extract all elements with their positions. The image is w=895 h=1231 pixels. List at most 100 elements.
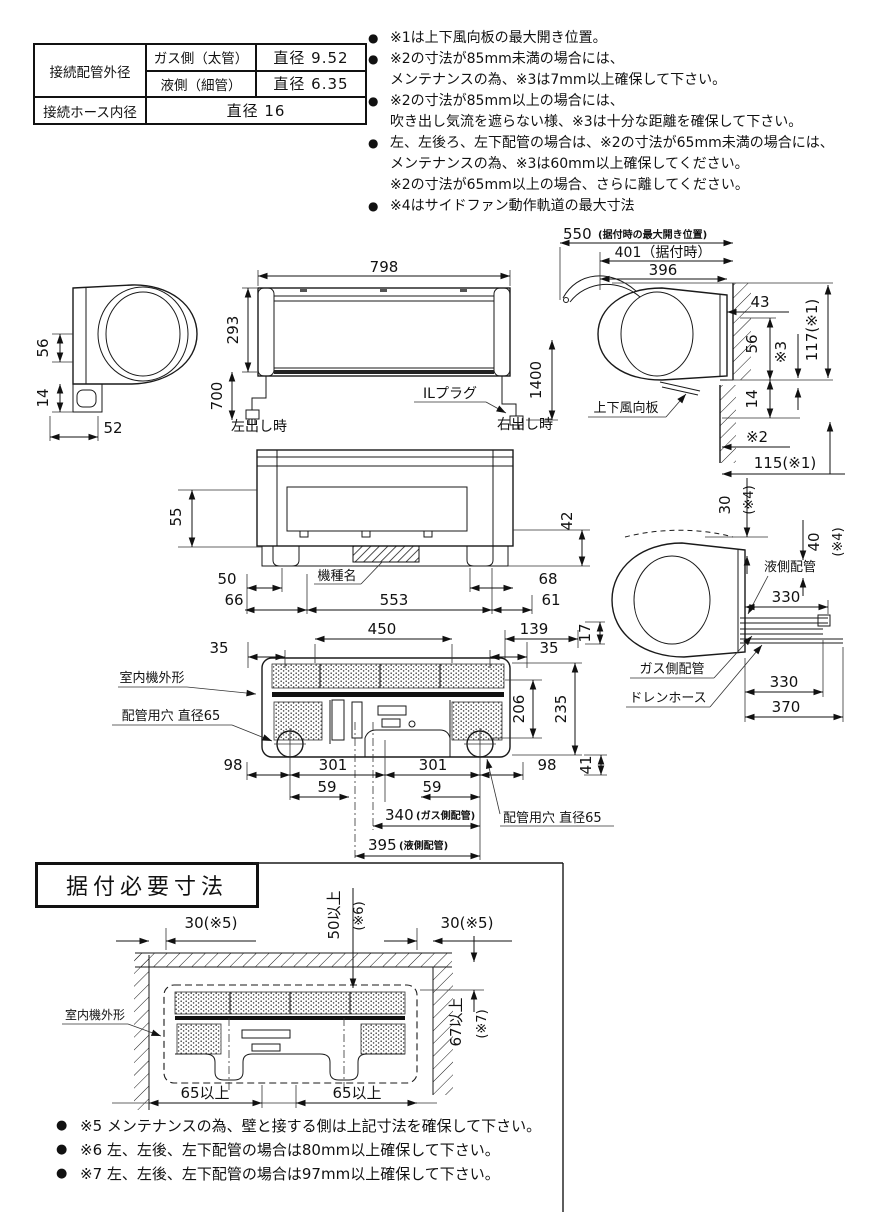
unit-side-outline xyxy=(611,542,746,658)
note-line: ●※4はサイドファン動作軌道の最大寸法 xyxy=(368,196,893,217)
svg-text:30(※5): 30(※5) xyxy=(185,914,238,932)
note-text: ※7 左、左後、左下配管の場合は97mm以上確保して下さい。 xyxy=(80,1165,500,1183)
dim-ref2: ※2 xyxy=(722,428,790,451)
svg-text:401（据付時）: 401（据付時） xyxy=(615,245,712,261)
svg-text:43: 43 xyxy=(750,293,769,311)
svg-text:30: 30 xyxy=(716,495,734,514)
dim-30-ref4: 30 (※4) xyxy=(705,478,768,574)
note-text: ※1は上下風向板の最大開き位置。 xyxy=(390,30,607,46)
dim-59-right: 59 xyxy=(421,778,480,801)
svg-text:ガス側配管: ガス側配管 xyxy=(639,662,704,677)
svg-text:液側配管: 液側配管 xyxy=(764,560,816,575)
dim-66: 66 xyxy=(224,591,307,614)
dim-41: 41 xyxy=(577,754,607,776)
svg-text:330: 330 xyxy=(772,588,801,606)
dim-17: 17 xyxy=(576,621,605,645)
note-text: ※6 左、左後、左下配管の場合は80mm以上確保して下さい。 xyxy=(80,1141,500,1159)
svg-text:553: 553 xyxy=(380,591,409,609)
side-view-left: 56 14 52 xyxy=(34,284,198,441)
svg-text:301: 301 xyxy=(319,756,348,774)
dim-50-min: 50以上 (※6) xyxy=(325,888,367,988)
bullet-icon: ● xyxy=(56,1166,68,1181)
note-text: メンテナンスの為、※3は7mm以上確保して下さい。 xyxy=(390,72,727,88)
svg-text:235: 235 xyxy=(552,695,570,724)
rear-view: 450 139 17 35 35 室 xyxy=(112,620,614,860)
model-name-plate xyxy=(352,545,420,563)
svg-text:330: 330 xyxy=(770,673,799,691)
svg-text:301: 301 xyxy=(419,756,448,774)
piping-side-view: 30 (※4) 40 (※4) 液側配管 330 ガス側配管 xyxy=(611,478,846,722)
pipe-hole-label-right: 配管用穴 直径65 xyxy=(485,758,614,827)
dim-401: 401（据付時） xyxy=(599,245,733,290)
svg-text:室内機外形: 室内機外形 xyxy=(119,670,184,686)
pipe-hole-left xyxy=(274,728,306,760)
dim-301-right: 301 xyxy=(385,756,480,779)
svg-text:17: 17 xyxy=(576,623,594,642)
svg-text:(※4): (※4) xyxy=(742,485,757,514)
dim-56: 56 xyxy=(740,317,776,380)
svg-text:61: 61 xyxy=(541,591,560,609)
dim-330-top: 330 xyxy=(745,588,829,614)
note-text: ※5 メンテナンスの為、壁と接する側は上記寸法を確保して下さい。 xyxy=(80,1117,542,1135)
pipes xyxy=(740,614,843,644)
note-line: ● ※1は上下風向板の最大開き位置。 xyxy=(368,28,893,49)
svg-text:67以上: 67以上 xyxy=(447,997,465,1046)
note-text: ※2の寸法が65mm以上の場合、さらに離してください。 xyxy=(390,177,749,193)
note-line: ●※6 左、左後、左下配管の場合は80mm以上確保して下さい。 xyxy=(56,1138,576,1162)
hose-id-label: 接続ホース内径 xyxy=(33,96,147,125)
svg-text:ILプラグ: ILプラグ xyxy=(423,386,477,402)
svg-text:(※6): (※6) xyxy=(352,901,367,930)
connection-spec-table: 接続配管外径 ガス側（太管） 直径 9.52 液側（細管） 直径 6.35 接続… xyxy=(33,42,367,125)
svg-text:配管用穴 直径65: 配管用穴 直径65 xyxy=(503,811,602,826)
pipe-hole-label-left: 配管用穴 直径65 xyxy=(112,709,273,742)
vane-label: 上下風向板 xyxy=(588,393,687,418)
svg-text:700: 700 xyxy=(208,382,226,411)
svg-text:68: 68 xyxy=(538,570,557,588)
svg-text:配管用穴 直径65: 配管用穴 直径65 xyxy=(122,709,221,724)
dim-14: 14 xyxy=(34,384,73,413)
svg-text:59: 59 xyxy=(422,778,441,796)
unit-outline-dashed xyxy=(163,984,418,1084)
right-outlet-label: 右出し時 xyxy=(497,417,553,433)
note-text: メンテナンスの為、※3は60mm以上確保してください。 xyxy=(390,156,749,172)
svg-text:上下風向板: 上下風向板 xyxy=(593,400,658,416)
dim-798: 798 xyxy=(257,258,511,286)
dim-52: 52 xyxy=(49,416,123,441)
svg-text:機種名: 機種名 xyxy=(317,568,356,584)
svg-text:42: 42 xyxy=(558,511,576,530)
unit-bottom-outline xyxy=(256,449,514,547)
note-line: ●※2の寸法が85mm以上の場合には、 xyxy=(368,91,893,112)
open-panel-flap xyxy=(562,275,637,299)
left-foot xyxy=(272,546,300,567)
bullet-icon: ● xyxy=(368,136,379,150)
svg-text:52: 52 xyxy=(103,419,122,437)
dim-61: 61 xyxy=(492,591,561,614)
dim-117: 117(※1) xyxy=(803,285,832,378)
svg-text:14: 14 xyxy=(34,388,52,407)
dim-1400: 1400 xyxy=(526,340,558,421)
svg-text:(ガス側配管): (ガス側配管) xyxy=(416,809,475,822)
svg-text:798: 798 xyxy=(370,258,399,276)
svg-text:98: 98 xyxy=(537,756,556,774)
gas-pipe-label: ガス側配管 xyxy=(630,635,753,679)
top-notes-list: ● ※1は上下風向板の最大開き位置。 ●※2の寸法が85mm未満の場合には、 メン… xyxy=(368,28,893,217)
svg-text:35: 35 xyxy=(209,639,228,657)
note-line: ●左、左後ろ、左下配管の場合は、※2の寸法が65mm未満の場合には、 xyxy=(368,133,893,154)
top-wall-hatch xyxy=(135,953,452,967)
note-line: ●※2の寸法が85mm未満の場合には、 xyxy=(368,49,893,70)
left-outlet-label: 左出し時 xyxy=(231,419,287,435)
pipe-od-label: 接続配管外径 xyxy=(33,42,147,99)
note-line: ●※5 メンテナンスの為、壁と接する側は上記寸法を確保して下さい。 xyxy=(56,1114,576,1138)
gas-side-value: 直径 9.52 xyxy=(255,43,367,72)
left-cord xyxy=(251,376,267,410)
svg-text:30(※5): 30(※5) xyxy=(441,914,494,932)
drain-hose-label: ドレンホース xyxy=(626,644,763,708)
svg-text:50以上: 50以上 xyxy=(325,890,343,939)
svg-text:35: 35 xyxy=(539,639,558,657)
pipe-hole-right xyxy=(464,728,496,760)
unit-side-outline xyxy=(597,287,728,381)
note-text: ※2の寸法が85mm以上の場合には、 xyxy=(390,93,624,109)
bullet-icon: ● xyxy=(368,31,379,45)
bullet-icon: ● xyxy=(368,199,379,213)
svg-text:14: 14 xyxy=(743,389,761,408)
